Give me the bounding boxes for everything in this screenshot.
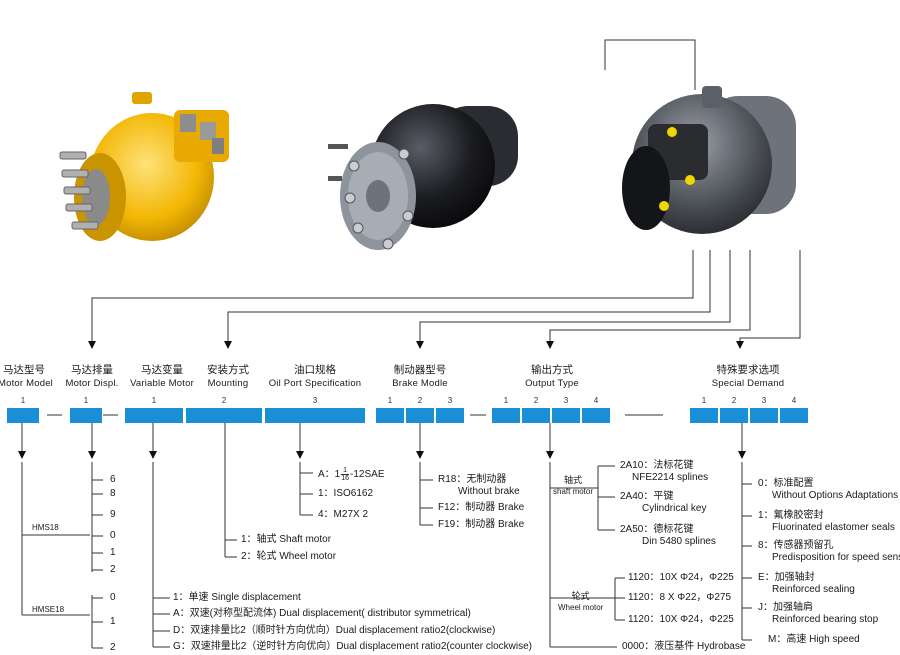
output-shaft-label: 轴式 shaft motor	[553, 475, 594, 496]
brake-option: F12：制动器 Brake	[438, 502, 525, 513]
displ-value: 0	[110, 530, 116, 541]
special-option: 8：传感器预留孔 Predisposition for speed sensor	[758, 540, 900, 563]
header-variable-motor: 马达变量 Variable Motor	[130, 364, 194, 389]
header-brake-model: 制动器型号 Brake Modle	[392, 364, 448, 389]
model-label-hmse18: HMSE18	[32, 605, 65, 614]
output-wheel-option: 1120：10X Φ24，Φ225	[628, 572, 734, 583]
box-number: 1	[387, 396, 393, 405]
code-box-special-1	[690, 408, 718, 423]
header-oil-port: 油口规格 Oil Port Specification	[268, 364, 362, 389]
box-number: 2	[417, 396, 423, 405]
displ-value: 9	[110, 509, 116, 520]
code-box-brake-3	[436, 408, 464, 423]
header-motor-model: 马达型号 Motor Model	[0, 364, 53, 389]
box-number: 1	[701, 396, 707, 405]
output-wheel-label: 轮式 Wheel motor	[558, 591, 604, 612]
displ-value: 0	[110, 592, 116, 603]
code-box-output-4	[582, 408, 610, 423]
code-box-brake-2	[406, 408, 434, 423]
code-box-output-2	[522, 408, 550, 423]
header-motor-displ: 马达排量 Motor Displ.	[65, 364, 119, 389]
box-number: 3	[447, 396, 453, 405]
displ-value: 1	[110, 547, 116, 558]
oil-port-option-4: 4：M27X 2	[318, 509, 369, 520]
code-box-special-3	[750, 408, 778, 423]
variable-option: 1：单速 Single displacement	[173, 592, 301, 603]
box-number: 3	[761, 396, 767, 405]
displ-value: 6	[110, 474, 116, 485]
box-number: 3	[312, 396, 318, 405]
header-special-demand: 特殊要求选项 Special Demand	[711, 364, 785, 389]
code-box-special-2	[720, 408, 748, 423]
mounting-option: 2：轮式 Wheel motor	[241, 551, 337, 562]
box-number: 1	[83, 396, 89, 405]
special-option: E：加强轴封 Reinforced sealing	[758, 572, 855, 595]
box-number: 2	[221, 396, 227, 405]
output-wheel-option: 1120：8 X Φ22，Φ275	[628, 592, 732, 603]
oil-port-option-1: 1：ISO6162	[318, 488, 374, 499]
output-shaft-option: 2A40：平键 Cylindrical key	[620, 491, 707, 514]
code-box-motor-displ	[70, 408, 102, 423]
displ-value: 1	[110, 616, 116, 627]
box-number: 4	[791, 396, 797, 405]
code-box-output-1	[492, 408, 520, 423]
code-box-special-4	[780, 408, 808, 423]
header-output-type: 输出方式 Output Type	[525, 364, 579, 389]
variable-option: D：双速排量比2（顺时针方向优向）Dual displacement ratio…	[173, 625, 496, 636]
displ-value: 2	[110, 564, 116, 575]
output-hydrobase-option: 0000：液压基件 Hydrobase	[622, 641, 746, 652]
brake-option: R18：无制动器 Without brake	[438, 474, 520, 497]
code-box-output-3	[552, 408, 580, 423]
box-number: 3	[563, 396, 569, 405]
output-wheel-option: 1120：10X Φ24，Φ225	[628, 614, 734, 625]
code-box-mounting	[186, 408, 262, 423]
grey-motor-image	[622, 86, 796, 234]
header-mounting: 安装方式 Mounting	[207, 364, 249, 389]
special-option: M：高速 High speed	[768, 634, 860, 645]
code-box-motor-model	[7, 408, 39, 423]
box-number: 1	[20, 396, 26, 405]
variable-option: G：双速排量比2（逆时针方向优向）Dual displacement ratio…	[173, 641, 532, 652]
box-number: 1	[151, 396, 157, 405]
black-motor-image	[328, 104, 518, 250]
brake-option: F19：制动器 Brake	[438, 519, 525, 530]
variable-option: A：双速(对称型配流体) Dual displacement( distribu…	[173, 608, 471, 619]
box-number: 2	[533, 396, 539, 405]
code-box-oil-port	[265, 408, 365, 423]
output-shaft-option: 2A10：法标花键 NFE2214 splines	[620, 460, 709, 483]
displ-value: 8	[110, 488, 116, 499]
mounting-option: 1：轴式 Shaft motor	[241, 534, 332, 545]
box-number: 1	[503, 396, 509, 405]
special-option: J：加强轴肩 Reinforced bearing stop	[758, 602, 879, 625]
displ-value: 2	[110, 642, 116, 653]
output-shaft-option: 2A50：德标花键 Din 5480 splines	[620, 524, 716, 547]
code-box-brake-1	[376, 408, 404, 423]
special-option: 0：标准配置 Without Options Adaptations	[758, 478, 899, 501]
special-option: 1：氟橡胶密封 Fluorinated elastomer seals	[758, 510, 895, 533]
box-number: 4	[593, 396, 599, 405]
model-label-hms18: HMS18	[32, 523, 59, 532]
code-box-variable	[125, 408, 183, 423]
box-number: 2	[731, 396, 737, 405]
yellow-motor-image	[59, 92, 229, 241]
